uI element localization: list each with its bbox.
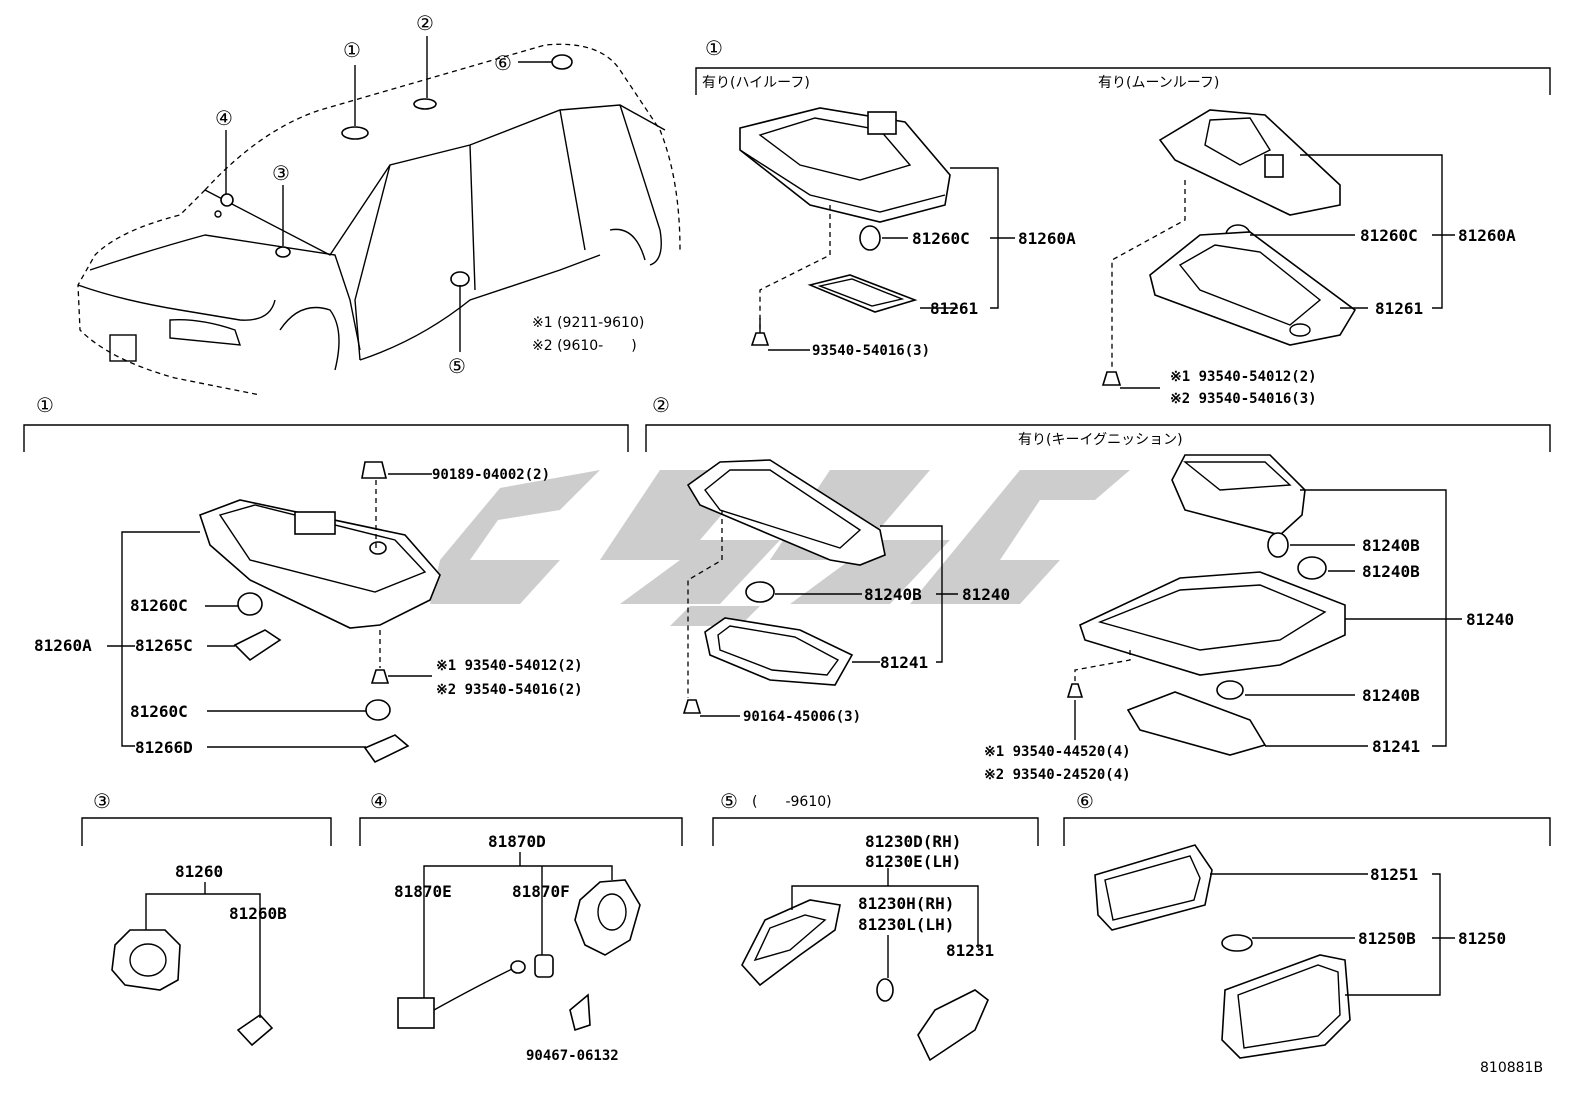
- callout-4-car: ④: [215, 106, 233, 130]
- key-cylinder-light: [397, 879, 641, 1032]
- screw-room-2: ※2 93540-24520(4): [984, 767, 1131, 783]
- part-81230H: 81230H(RH): [858, 894, 954, 913]
- label-moon-roof: 有り(ムーンルーフ): [1098, 75, 1219, 91]
- luggage-lamp: [1094, 844, 1351, 1059]
- dome-lamp-moon-roof: [1149, 109, 1357, 346]
- part-81261-moon-roof: 81261: [1375, 299, 1423, 318]
- part-81240-a: 81240: [962, 585, 1010, 604]
- callout-3-bottom: ③: [93, 789, 111, 813]
- part-81260B: 81260B: [229, 904, 287, 923]
- part-81230E: 81230E(LH): [865, 852, 961, 871]
- callout-1-top: ①: [705, 36, 723, 60]
- clip-90467: 90467-06132: [526, 1048, 619, 1064]
- screw-high-roof: 93540-54016(3): [812, 343, 930, 359]
- label-range-9610: ( -9610): [752, 794, 832, 810]
- part-81251: 81251: [1370, 865, 1418, 884]
- part-81260C-map-1: 81260C: [130, 596, 188, 615]
- part-81240B-b1: 81240B: [1362, 536, 1420, 555]
- part-81241-b: 81241: [1372, 737, 1420, 756]
- part-81240B-b2: 81240B: [1362, 562, 1420, 581]
- screw-moon-roof-2: ※2 93540-54016(3): [1170, 391, 1317, 407]
- room-lamp-assembly-b: [1066, 454, 1346, 756]
- part-81261-high-roof: 81261: [930, 299, 978, 318]
- vehicle-outline: [77, 36, 681, 396]
- callout-3-car: ③: [272, 161, 290, 185]
- callout-2-mid: ②: [652, 393, 670, 417]
- part-81231: 81231: [946, 941, 994, 960]
- callout-1-car: ①: [343, 38, 361, 62]
- part-81260: 81260: [175, 862, 223, 881]
- callout-5-car: ⑤: [448, 354, 466, 378]
- part-81260C-map-2: 81260C: [130, 702, 188, 721]
- part-81870D: 81870D: [488, 832, 546, 851]
- part-81240-b: 81240: [1466, 610, 1514, 629]
- part-81241-a: 81241: [880, 653, 928, 672]
- screw-map-2: ※2 93540-54016(2): [436, 682, 583, 698]
- clip-90189: 90189-04002(2): [432, 467, 550, 483]
- part-81265C: 81265C: [135, 636, 193, 655]
- label-high-roof: 有り(ハイルーフ): [702, 75, 810, 91]
- part-81230L: 81230L(LH): [858, 915, 954, 934]
- label-key-ignition: 有り(キーイグニッション): [1018, 432, 1183, 448]
- screw-90164: 90164-45006(3): [743, 709, 861, 725]
- screw-map-1: ※1 93540-54012(2): [436, 658, 583, 674]
- room-lamp-assembly-a: [682, 459, 886, 714]
- part-81260A-map: 81260A: [34, 636, 92, 655]
- callout-5-bottom: ⑤: [720, 789, 738, 813]
- screw-moon-roof-1: ※1 93540-54012(2): [1170, 369, 1317, 385]
- part-81260A-moon-roof: 81260A: [1458, 226, 1516, 245]
- screw-room-1: ※1 93540-44520(4): [984, 744, 1131, 760]
- part-81240B-b3: 81240B: [1362, 686, 1420, 705]
- part-81260C-high-roof: 81260C: [912, 229, 970, 248]
- note-1: ※1 (9211-9610): [532, 315, 644, 331]
- courtesy-lamp: [741, 899, 989, 1062]
- part-81870E: 81870E: [394, 882, 452, 901]
- part-81250B: 81250B: [1358, 929, 1416, 948]
- callout-6-bottom: ⑥: [1076, 789, 1094, 813]
- part-81240B-a: 81240B: [864, 585, 922, 604]
- part-81260A-high-roof: 81260A: [1018, 229, 1076, 248]
- part-81260C-moon-roof: 81260C: [1360, 226, 1418, 245]
- callout-6-car: ⑥: [494, 51, 512, 75]
- part-81870F: 81870F: [512, 882, 570, 901]
- callout-2-car: ②: [416, 11, 434, 35]
- map-lamp-assembly: [198, 461, 441, 764]
- dome-lamp-high-roof: [739, 107, 951, 313]
- note-2: ※2 (9610- ): [532, 338, 637, 354]
- part-81250: 81250: [1458, 929, 1506, 948]
- lamp-socket-81260: [111, 929, 274, 1047]
- callout-1-mid: ①: [36, 393, 54, 417]
- part-81266D: 81266D: [135, 738, 193, 757]
- part-81230D: 81230D(RH): [865, 832, 961, 851]
- callout-4-bottom: ④: [370, 789, 388, 813]
- diagram-id: 810881B: [1480, 1060, 1543, 1076]
